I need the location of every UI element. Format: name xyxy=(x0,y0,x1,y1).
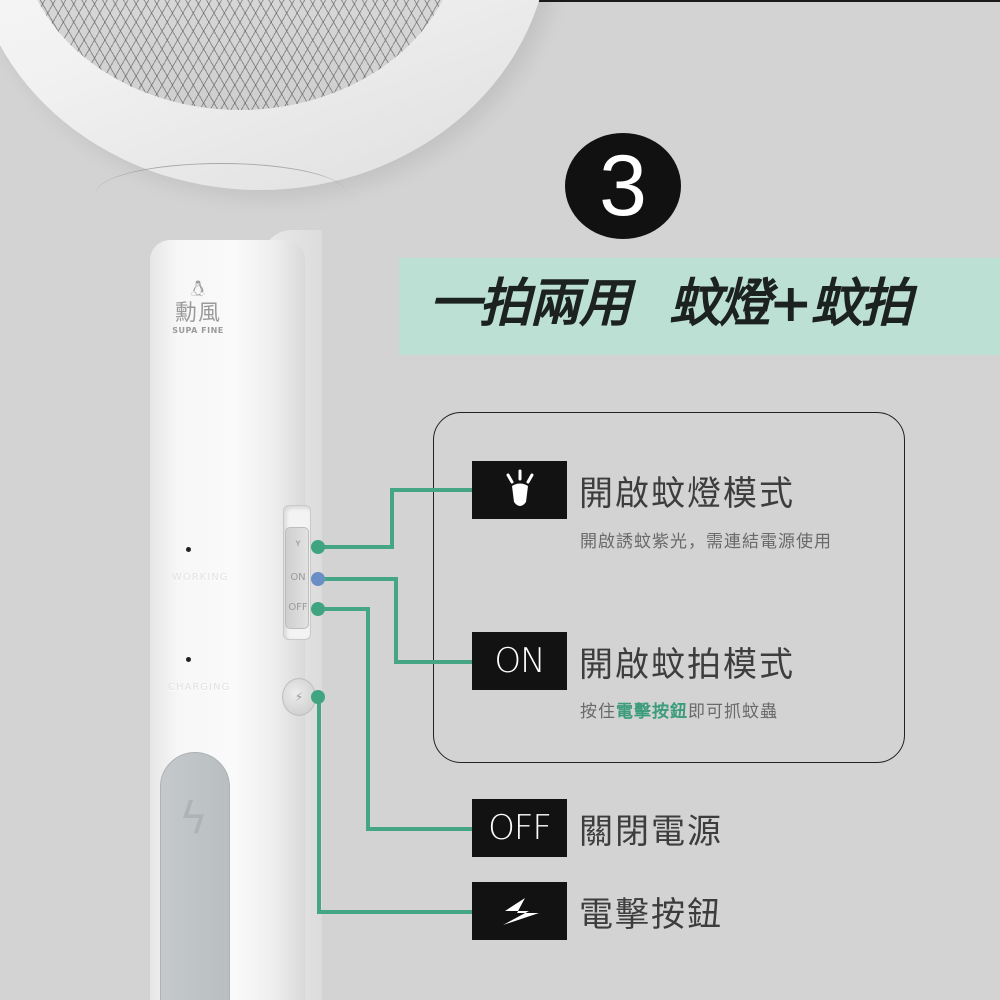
connector-wire xyxy=(318,545,394,549)
tag-on-label: ON xyxy=(494,641,545,681)
lamp-bulb-icon xyxy=(506,469,533,506)
connector-wire xyxy=(394,577,398,663)
desc-post: 即可抓蚊蟲 xyxy=(688,702,778,722)
lightning-icon: ⚡︎ xyxy=(294,690,304,704)
feature-desc-swatter: 按住電擊按鈕即可抓蚊蟲 xyxy=(580,697,850,727)
headline: 一拍兩用蚊燈+蚊拍 xyxy=(429,272,913,336)
feature-title-lamp: 開啟蚊燈模式 xyxy=(579,474,795,514)
headline-band: 一拍兩用蚊燈+蚊拍 xyxy=(399,258,1000,355)
tag-zap xyxy=(472,882,567,940)
racket-illustration: 🐧︎ 勳風 SUPA FINE WORKING CHARGING ʏ ON OF… xyxy=(0,0,550,1000)
tag-lamp-mode xyxy=(472,461,567,519)
headline-part1: 一拍兩用 xyxy=(429,273,631,334)
connector-wire xyxy=(366,827,473,831)
charging-label: CHARGING xyxy=(168,682,231,693)
penguin-icon: 🐧︎ xyxy=(191,277,205,302)
working-indicator-light xyxy=(186,547,191,552)
mode-info-panel xyxy=(433,412,905,763)
connector-dot-on xyxy=(311,572,325,586)
charging-indicator-light xyxy=(186,657,191,662)
feature-title-swatter: 開啟蚊拍模式 xyxy=(579,645,795,685)
connector-dot-lamp xyxy=(311,540,325,554)
desc-highlight: 電擊按鈕 xyxy=(616,702,688,722)
switch-mark-on: ON xyxy=(290,572,306,583)
brand-name-en: SUPA FINE xyxy=(172,326,224,335)
handle-seam xyxy=(96,163,346,193)
desc-pre: 按住 xyxy=(580,702,616,722)
tag-on: ON xyxy=(472,632,567,690)
feature-title-off: 關閉電源 xyxy=(579,812,723,852)
headline-part2: 蚊燈+蚊拍 xyxy=(669,273,913,334)
connector-wire xyxy=(366,607,370,831)
working-label: WORKING xyxy=(172,572,229,583)
connector-wire xyxy=(317,910,473,914)
connector-wire xyxy=(318,577,398,581)
mode-switch[interactable]: ʏ ON OFF xyxy=(285,527,309,629)
connector-wire xyxy=(390,488,394,549)
brand-name-cn: 勳風 xyxy=(174,301,221,326)
feature-title-zap: 電擊按鈕 xyxy=(579,895,723,935)
step-badge: 3 xyxy=(565,133,681,239)
connector-wire xyxy=(390,488,473,492)
lightning-icon: ϟ xyxy=(179,793,209,844)
brand-logo: 🐧︎ 勳風 SUPA FINE xyxy=(163,277,233,336)
zap-button[interactable]: ⚡︎ xyxy=(282,678,316,716)
connector-dot-zap xyxy=(311,690,325,704)
connector-dot-off xyxy=(311,602,325,616)
connector-wire xyxy=(318,607,370,611)
tag-off-label: OFF xyxy=(488,808,552,848)
feature-desc-lamp: 開啟誘蚊紫光，需連結電源使用 xyxy=(580,532,832,552)
connector-wire xyxy=(394,660,473,664)
tag-off: OFF xyxy=(472,799,567,857)
lightning-icon xyxy=(502,898,539,925)
switch-mark-off: OFF xyxy=(288,602,308,613)
connector-wire xyxy=(317,697,321,914)
battery-window: ϟ xyxy=(160,752,230,1000)
switch-mark-lamp: ʏ xyxy=(294,538,302,549)
